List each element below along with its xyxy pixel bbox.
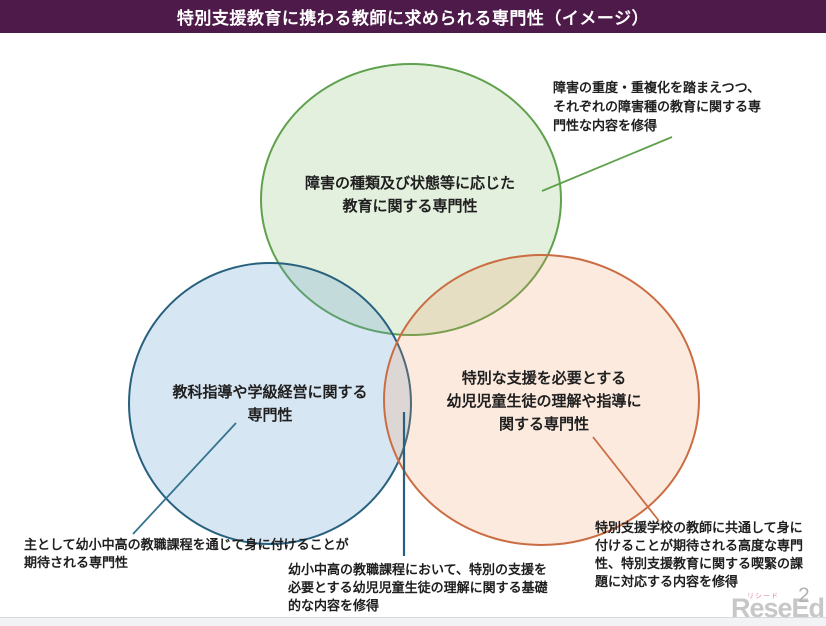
footer-divider	[0, 617, 826, 618]
green-connector-line	[541, 136, 673, 192]
green-circle-label: 障害の種類及び状態等に応じた 教育に関する専門性	[304, 175, 515, 215]
blue-circle-label: 教科指導や学級経営に関する 専門性	[172, 384, 368, 424]
reseed-logo-ruby: リシード	[747, 593, 779, 600]
orange-circle-label: 特別な支援を必要とする 幼児児童生徒の理解や指導に 関する専門性	[446, 370, 642, 433]
reseed-logo: リシード ReseEd	[731, 585, 826, 626]
venn-diagram: 障害の種類及び状態等に応じた 教育に関する専門性 教科指導や学級経営に関する 専…	[0, 33, 826, 617]
annotation-bottom-right: 特別支援学校の教師に共通して身に 付けることが期待される高度な専門 性、特別支援…	[595, 520, 804, 589]
footer-band	[0, 618, 826, 626]
annotation-top-right: 障害の重度・重複化を踏まえつつ、 それぞれの障害種の教育に関する専 門性な内容を…	[553, 80, 762, 133]
reseed-logo-text: ReseEd	[731, 593, 825, 623]
annotation-bottom-middle: 幼小中高の教職課程において、特別の支援を 必要とする幼児児童生徒の理解に関する基…	[288, 562, 548, 613]
page-number: 2	[798, 584, 810, 607]
page-title: 特別支援教育に携わる教師に求められる専門性（イメージ）	[176, 9, 650, 28]
title-banner: 特別支援教育に携わる教師に求められる専門性（イメージ）	[0, 0, 826, 33]
annotation-bottom-left: 主として幼小中高の教職課程を通じて身に付けることが 期待される専門性	[24, 537, 349, 570]
